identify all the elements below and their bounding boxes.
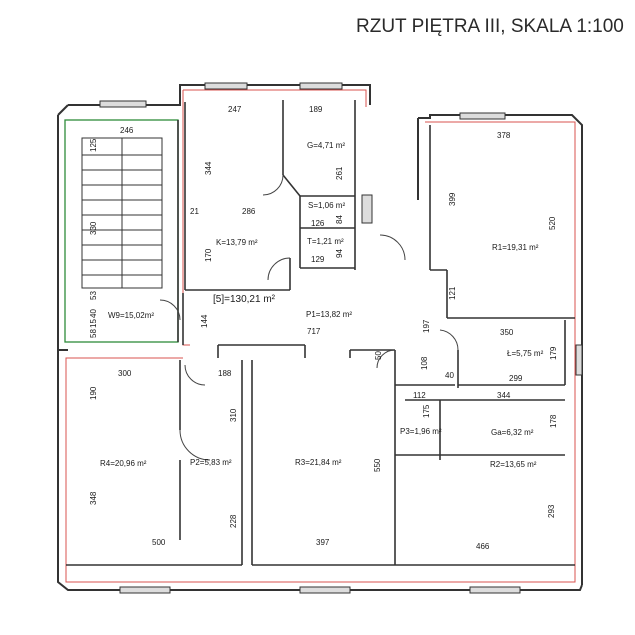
dim-121: 121	[448, 286, 457, 300]
dim-310: 310	[229, 408, 238, 422]
dim-520: 520	[548, 216, 557, 230]
internal-walls	[66, 100, 575, 566]
dim-300: 300	[118, 369, 132, 378]
room-w9: W9=15,02m²	[108, 311, 154, 320]
dim-40: 40	[89, 309, 98, 318]
room-r3: R3=21,84 m²	[295, 458, 342, 467]
dim-125: 125	[89, 138, 98, 152]
dim-330: 330	[89, 221, 98, 235]
dim-189: 189	[309, 105, 323, 114]
room-s: S=1,06 m²	[308, 201, 345, 210]
dim-58: 58	[89, 329, 98, 338]
plan-title: RZUT PIĘTRA III, SKALA 1:100	[356, 16, 624, 37]
room-p2: P2=5,83 m²	[190, 458, 232, 467]
dim-94: 94	[335, 249, 344, 258]
dim-348: 348	[89, 491, 98, 505]
red-outline	[65, 89, 576, 583]
room-ga: Ga=6,32 m²	[491, 428, 534, 437]
dim-144: 144	[200, 314, 209, 328]
room-p3: P3=1,96 m²	[400, 427, 442, 436]
room-p1: P1=13,82 m²	[306, 310, 352, 319]
dim-197: 197	[422, 319, 431, 333]
dimensions: 246 125 330 53 40 58 15 247 189 344 261 …	[89, 105, 558, 551]
dim-500: 500	[152, 538, 166, 547]
room-l: Ł=5,75 m²	[507, 349, 544, 358]
dim-344b: 344	[497, 391, 511, 400]
dim-399: 399	[448, 192, 457, 206]
dim-112: 112	[413, 391, 426, 400]
room-t: T=1,21 m²	[307, 237, 344, 246]
dim-178: 178	[549, 414, 558, 428]
dim-550: 550	[373, 458, 382, 472]
dim-378: 378	[497, 131, 511, 140]
room-k: K=13,79 m²	[216, 238, 258, 247]
summary-label: [5]=130,21 m²	[213, 294, 276, 305]
dim-261: 261	[335, 166, 344, 180]
dim-40b: 40	[445, 371, 454, 380]
dim-84: 84	[335, 215, 344, 224]
dim-286: 286	[242, 207, 256, 216]
dim-129: 129	[311, 255, 325, 264]
dim-350: 350	[500, 328, 514, 337]
dim-247: 247	[228, 105, 242, 114]
dim-228: 228	[229, 514, 238, 528]
dim-717: 717	[307, 327, 321, 336]
room-r1: R1=19,31 m²	[492, 243, 539, 252]
dim-293: 293	[547, 504, 556, 518]
dim-299: 299	[509, 374, 523, 383]
dim-466: 466	[476, 542, 490, 551]
dim-21: 21	[190, 207, 199, 216]
dim-179a: 179	[549, 346, 558, 360]
dim-246: 246	[120, 126, 134, 135]
dim-344: 344	[204, 161, 213, 175]
dim-108: 108	[420, 356, 429, 370]
room-r4: R4=20,96 m²	[100, 459, 147, 468]
dim-175: 175	[422, 404, 431, 418]
windows	[99, 82, 583, 594]
room-r2: R2=13,65 m²	[490, 460, 537, 469]
dim-170: 170	[204, 248, 213, 262]
stairs	[81, 137, 163, 289]
dim-50: 50	[374, 351, 383, 360]
dim-126: 126	[311, 219, 325, 228]
dim-15: 15	[89, 319, 98, 328]
dim-190: 190	[89, 386, 98, 400]
dim-188: 188	[218, 369, 232, 378]
dim-397: 397	[316, 538, 330, 547]
doors	[159, 174, 459, 461]
dim-53: 53	[89, 291, 98, 300]
outer-walls	[57, 84, 583, 591]
room-g: G=4,71 m²	[307, 141, 345, 150]
